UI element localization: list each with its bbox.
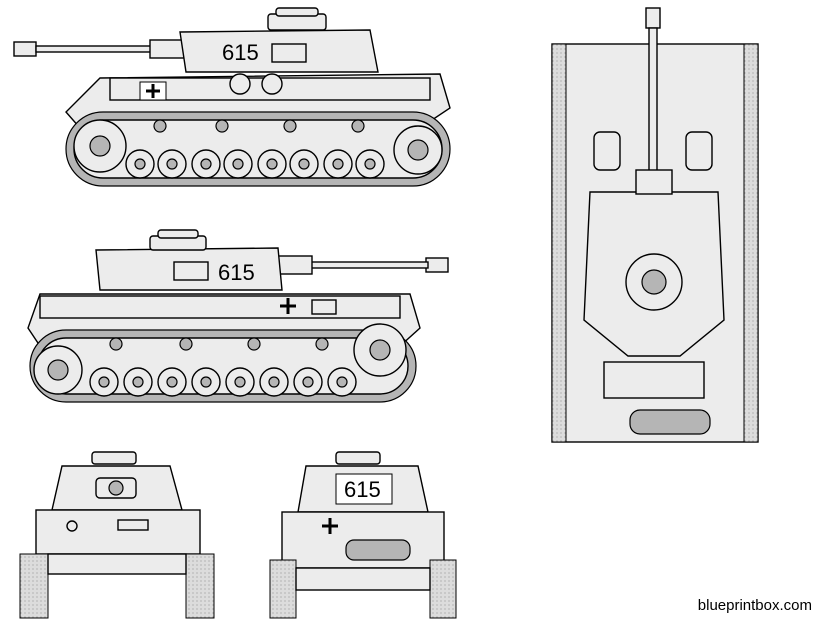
muzzle-brake bbox=[645, 7, 661, 29]
commander-cupola bbox=[335, 451, 381, 465]
cupola-top bbox=[157, 229, 199, 239]
track-left bbox=[269, 559, 297, 619]
hull-number-left: 615 bbox=[222, 40, 259, 65]
stowage-box bbox=[311, 299, 337, 315]
rear-view: 615 bbox=[269, 451, 457, 619]
return-roller bbox=[179, 337, 193, 351]
side-view-left: 615 bbox=[13, 7, 451, 187]
side-view-right: 615 bbox=[27, 229, 449, 403]
return-roller bbox=[215, 119, 229, 133]
track-guard-left bbox=[551, 43, 567, 443]
number-plate bbox=[335, 473, 393, 505]
engine-deck bbox=[603, 361, 705, 399]
main-gun-barrel bbox=[648, 27, 658, 179]
return-roller bbox=[247, 337, 261, 351]
driver-visor bbox=[117, 519, 149, 531]
hull-number-right: 615 bbox=[218, 260, 255, 285]
return-roller bbox=[283, 119, 297, 133]
main-gun-barrel bbox=[309, 261, 429, 269]
commander-cupola bbox=[91, 451, 137, 465]
return-roller bbox=[109, 337, 123, 351]
cross-insignia-icon bbox=[280, 298, 296, 314]
turret-side-hatch bbox=[271, 43, 307, 63]
muzzle-brake bbox=[425, 257, 449, 273]
front-view bbox=[19, 451, 215, 619]
top-view bbox=[551, 7, 759, 443]
gun-mantlet bbox=[635, 169, 673, 195]
cross-insignia-icon bbox=[322, 518, 338, 534]
lower-hull bbox=[47, 553, 187, 575]
exhaust-muffler bbox=[345, 539, 411, 561]
cross-insignia-icon bbox=[146, 84, 160, 98]
return-roller bbox=[351, 119, 365, 133]
driver-hatch bbox=[593, 131, 621, 171]
hull-front bbox=[35, 509, 201, 555]
turret-side-hatch bbox=[173, 261, 209, 281]
return-roller bbox=[153, 119, 167, 133]
cupola-top bbox=[275, 7, 319, 17]
exhaust-muffler bbox=[629, 409, 711, 435]
road-wheels bbox=[89, 367, 357, 397]
watermark: blueprintbox.com bbox=[697, 597, 812, 614]
track-guard-right bbox=[743, 43, 759, 443]
muzzle-brake bbox=[13, 41, 37, 57]
radio-operator-hatch bbox=[685, 131, 713, 171]
track-guard bbox=[39, 295, 401, 319]
gun-muzzle bbox=[108, 480, 124, 496]
track-left bbox=[19, 553, 49, 619]
track-right bbox=[429, 559, 457, 619]
hull-number-rear: 615 bbox=[344, 477, 381, 502]
headlight bbox=[66, 520, 78, 532]
road-wheels bbox=[125, 149, 385, 179]
track-right bbox=[185, 553, 215, 619]
main-gun-barrel bbox=[35, 45, 157, 53]
return-roller bbox=[315, 337, 329, 351]
lower-hull bbox=[295, 567, 431, 591]
